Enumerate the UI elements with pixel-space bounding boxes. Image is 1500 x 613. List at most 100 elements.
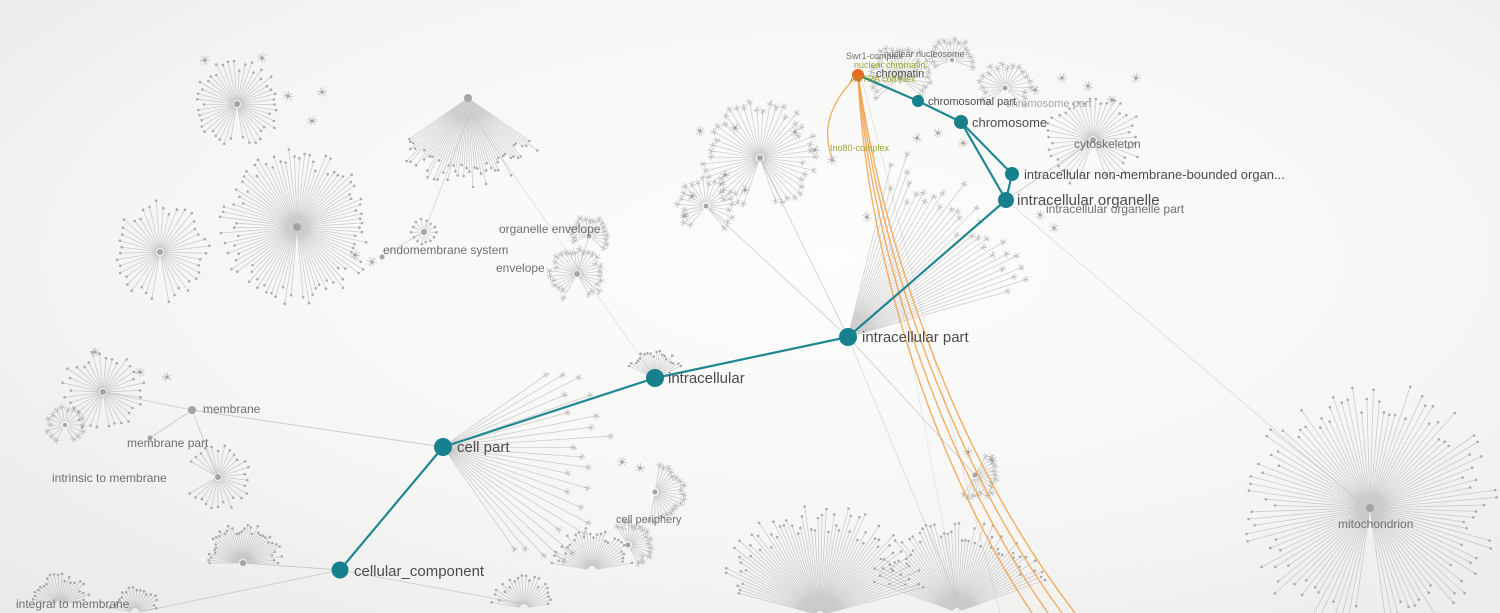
cluster-apex-node [897,75,903,81]
label-organelle-envelope[interactable]: organelle envelope [499,222,601,236]
label-integral-to-membrane[interactable]: integral to membrane [16,597,130,611]
label-cell-periphery[interactable]: cell periphery [616,514,682,526]
label-endomembrane-system[interactable]: endomembrane system [383,243,508,257]
cluster-fan [490,574,552,608]
graph-node-intracellular-part[interactable] [839,328,857,346]
label-mitochondrion[interactable]: mitochondrion [1338,517,1413,531]
graph-node-cellular-component[interactable] [331,561,349,579]
orange-relation-edges [826,74,1076,613]
mini-flower-node [307,116,318,126]
cluster-leaf-dot [479,172,483,175]
graph-node-gray [147,435,153,441]
mini-flower-node [1056,73,1067,83]
graph-node-non-membrane-bounded-organelle[interactable] [1005,167,1019,181]
mini-flower-node [1107,95,1117,105]
label-envelope[interactable]: envelope [496,261,545,275]
orange-edge [857,74,1033,613]
label-intracellular-organelle[interactable]: intracellular organelle [1017,192,1160,209]
cluster-leaf-dot [120,245,123,249]
cluster-leaf-flowers [511,371,614,565]
label-intracellular-organelle-part[interactable]: intracellular organelle part [1046,202,1185,216]
mini-flower-node [257,53,267,64]
graph-edge [242,562,341,571]
cluster-leaf-dot [69,389,73,392]
label-chromosome[interactable]: chromosome [972,115,1047,130]
cluster-fan [928,36,977,72]
label-ino80-complex[interactable]: Ino80-complex [830,143,890,153]
graph-node-chromosome[interactable] [954,115,968,129]
cluster-spokes [979,64,1032,106]
cluster-apex-node [464,94,472,102]
cluster-leaf-flowers [868,45,934,102]
mini-flower-node [827,155,837,166]
graph-edge [759,157,849,338]
cluster-spokes [570,217,607,249]
cluster-fan [108,586,159,612]
cluster-leaf-flowers [646,461,688,527]
label-cell-part[interactable]: cell part [457,439,510,456]
cluster-leaf-dot [1047,135,1050,139]
label-nuclear-nucleosome[interactable]: nuclear nucleosome [884,49,965,59]
graph-node-cell-part[interactable] [434,438,452,456]
mini-flower-node [283,90,294,101]
label-astra-complex[interactable]: ASTRA complex [850,74,916,84]
graph-node-chromosomal-part[interactable] [912,95,924,107]
cluster-leaf-dot [1051,141,1054,145]
cluster-fan [848,150,1030,337]
label-chromosome-part[interactable]: chromosome part [1006,98,1092,110]
label-intracellular-part[interactable]: intracellular part [862,329,970,346]
gray-edges [102,77,1364,613]
graph-node-intracellular[interactable] [646,369,664,387]
label-membrane-part[interactable]: membrane part [127,436,209,450]
graph-edge [847,336,958,601]
cluster-fan [613,518,655,568]
cluster-leaf-dot [1088,97,1092,101]
label-chromatin[interactable]: chromatin [876,68,924,80]
cluster-leaf-flowers [928,36,977,72]
cluster-spokes [874,523,1046,611]
cluster-apex-node [652,489,658,495]
cluster-leaf-dot [1351,386,1354,390]
highlight-edge [846,198,1008,339]
mini-flower-node [695,126,705,136]
cluster-leaf-dot [274,295,277,298]
cluster-leaf-dot [1083,102,1087,105]
cluster-leaf-flowers [545,245,605,302]
highlight-path [338,73,1014,572]
cluster-leaf-dot [222,500,225,504]
cluster-fan [724,505,925,613]
label-nuclear-chromatin[interactable]: nuclear chromatin [854,60,926,70]
cluster-spokes [551,528,633,570]
label-intracellular-non-membrane-bounded-organ[interactable]: intracellular non-membrane-bounded organ… [1024,167,1285,182]
cluster-spokes [444,374,611,562]
label-intracellular[interactable]: intracellular [668,370,745,387]
graph-node-chromatin[interactable] [852,69,864,81]
cluster-fan [868,45,934,102]
graph-edge [469,111,656,379]
highlight-edge [959,120,1014,176]
cluster-apex-node [234,101,240,107]
cluster-leaf-flowers [976,60,1035,109]
highlight-edge [916,99,963,124]
label-cytoskeleton[interactable]: cytoskeleton [1074,137,1141,151]
mini-flower-node [679,210,690,221]
cluster-spokes [1047,98,1138,184]
cluster-fan [218,148,368,306]
cluster-fan [444,371,614,565]
label-cellular-component[interactable]: cellular_component [354,563,485,580]
orange-edge [857,74,1076,613]
graph-node-intracellular-organelle[interactable] [998,192,1014,208]
mini-flower-node [1030,85,1040,96]
cluster-fan [207,523,284,566]
cluster-leaf-dot [485,161,489,165]
cluster-leaf-dot [1247,517,1250,521]
label-chromosomal-part[interactable]: chromosomal part [928,96,1016,108]
cluster-leaf-dot [473,166,476,169]
label-membrane[interactable]: membrane [203,402,261,416]
cluster-leaf-flowers [699,98,820,208]
label-intrinsic-to-membrane[interactable]: intrinsic to membrane [52,471,167,485]
cluster-fan [550,527,634,570]
label-swr1-complex[interactable]: Swr1-complex [846,51,904,61]
